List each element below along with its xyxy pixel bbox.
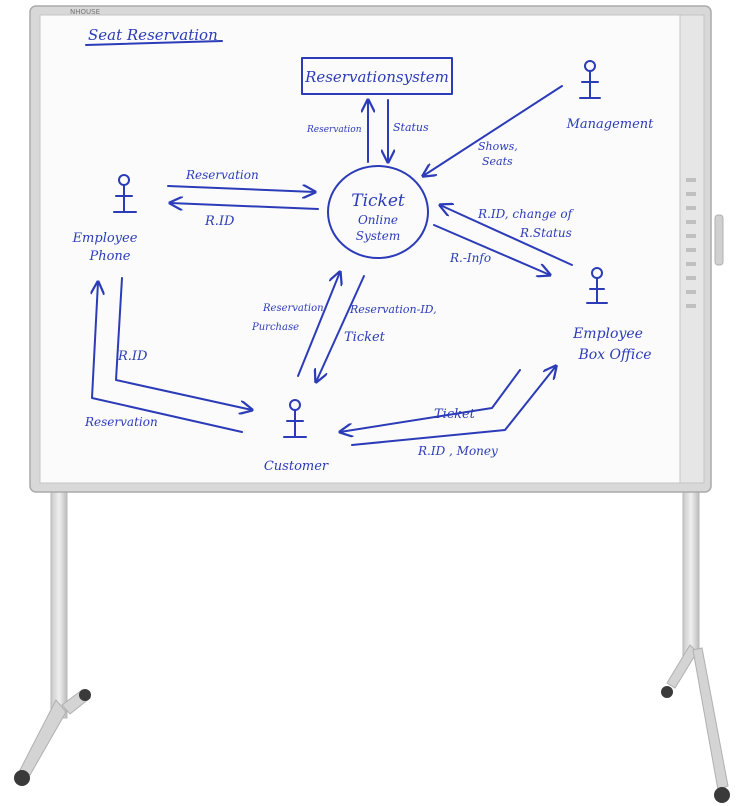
board-brand: NHOUSE <box>70 8 100 16</box>
actor-employee-phone <box>113 174 137 213</box>
left-leg <box>50 487 68 719</box>
arrow-reservation-id <box>316 275 365 382</box>
arrow-reservation-purchase <box>297 272 340 377</box>
actor-management <box>579 60 601 99</box>
side-button <box>686 290 696 294</box>
actor-employee-box-office <box>586 267 608 304</box>
edge-label-rid-change: R.ID, change of <box>477 207 575 221</box>
edge-label-ticket: Ticket <box>344 330 386 345</box>
edge-label-ticket-box: Ticket <box>434 407 476 422</box>
side-button <box>686 192 696 196</box>
arrow-shows-seats <box>423 85 563 176</box>
diagram-title: Seat Reservation <box>88 26 218 44</box>
caster-wheel <box>79 689 91 701</box>
left-foot-front <box>19 699 67 776</box>
edge-label-reservation-phone: Reservation <box>185 168 259 182</box>
arrow-reservation-customer <box>92 282 243 433</box>
arrow-reservation-phone <box>167 186 315 192</box>
employee-box-office-label: Employee <box>572 326 643 342</box>
stand <box>14 487 730 803</box>
reservation-system-label: Reservationsystem <box>304 68 449 86</box>
arrow-ticket-box <box>340 369 521 432</box>
arrow-rid-customer <box>115 277 252 410</box>
arrow-rid-money <box>351 366 556 446</box>
edge-label-reservation: Reservation <box>306 125 362 135</box>
ticket-system-label: Ticket <box>351 191 405 211</box>
caster-wheel <box>14 770 30 786</box>
edge-label-rid-money: R.ID , Money <box>417 444 498 458</box>
customer-label: Customer <box>264 459 329 474</box>
ticket-system-label: System <box>356 229 400 243</box>
edge-label-purchase: Purchase <box>251 322 299 333</box>
side-button <box>686 206 696 210</box>
edge-label-r-info: R.-Info <box>449 251 491 265</box>
side-button <box>686 248 696 252</box>
arrow-r-info <box>433 224 550 275</box>
edge-label-shows: Shows, <box>478 140 518 153</box>
employee-phone-label: Employee <box>72 231 138 246</box>
edge-label-rid-customer: R.ID <box>117 349 148 364</box>
arrow-rid-phone <box>170 203 319 209</box>
ticket-system-circle <box>327 165 429 259</box>
employee-phone-label: Phone <box>88 249 130 264</box>
edge-label-status: Status <box>393 121 429 134</box>
ticket-system-label: Online <box>358 213 398 227</box>
board-handle <box>714 214 724 266</box>
side-buttons <box>686 178 696 308</box>
management-label: Management <box>566 117 655 132</box>
right-leg <box>682 487 700 659</box>
right-foot-back <box>666 644 698 689</box>
actor-customer <box>283 399 307 438</box>
edge-label-rid-phone: R.ID <box>204 214 235 229</box>
side-button <box>686 304 696 308</box>
side-button <box>686 178 696 182</box>
edge-label-rstatus: R.Status <box>519 226 572 240</box>
reservation-system-box <box>301 57 453 95</box>
side-button <box>686 220 696 224</box>
edge-label-reservation-purchase: Reservation <box>262 303 324 314</box>
edge-label-reservation-id: Reservation-ID, <box>349 303 437 316</box>
caster-wheel <box>714 787 730 803</box>
edge-label-reservation-customer: Reservation <box>84 415 158 429</box>
side-button <box>686 262 696 266</box>
side-button <box>686 276 696 280</box>
right-foot-front <box>692 647 729 791</box>
side-button <box>686 234 696 238</box>
title-underline <box>85 40 223 46</box>
arrow-rid-change <box>440 205 573 266</box>
edge-label-seats: Seats <box>482 155 513 168</box>
employee-box-office-label: Box Office <box>577 347 651 363</box>
caster-wheel <box>661 686 673 698</box>
